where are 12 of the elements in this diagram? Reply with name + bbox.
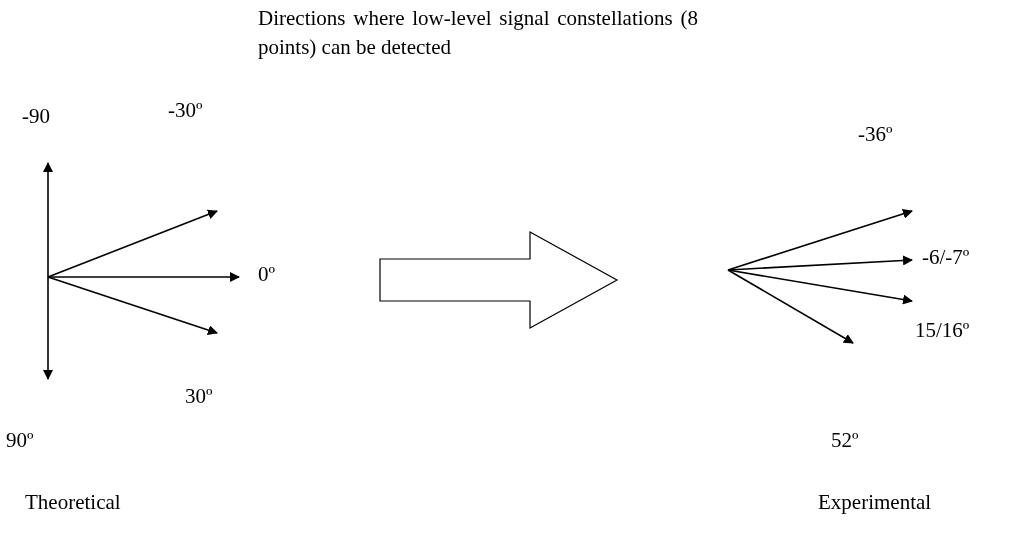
angle-label: 90º: [6, 428, 34, 452]
title: Directions where low-level signal constellations (8 points) can be detected: [258, 5, 698, 61]
angle-label: -90: [22, 104, 50, 128]
caption: Experimental: [818, 490, 932, 514]
angle-label: -6/-7º: [922, 245, 970, 269]
caption: Theoretical: [25, 490, 121, 514]
angle-label: 52º: [831, 428, 859, 452]
angle-label: -30º: [168, 98, 203, 122]
angle-label: 0º: [258, 262, 275, 286]
angle-label: 15/16º: [915, 318, 970, 342]
angle-label: -36º: [858, 122, 893, 146]
angle-label: 30º: [185, 384, 213, 408]
